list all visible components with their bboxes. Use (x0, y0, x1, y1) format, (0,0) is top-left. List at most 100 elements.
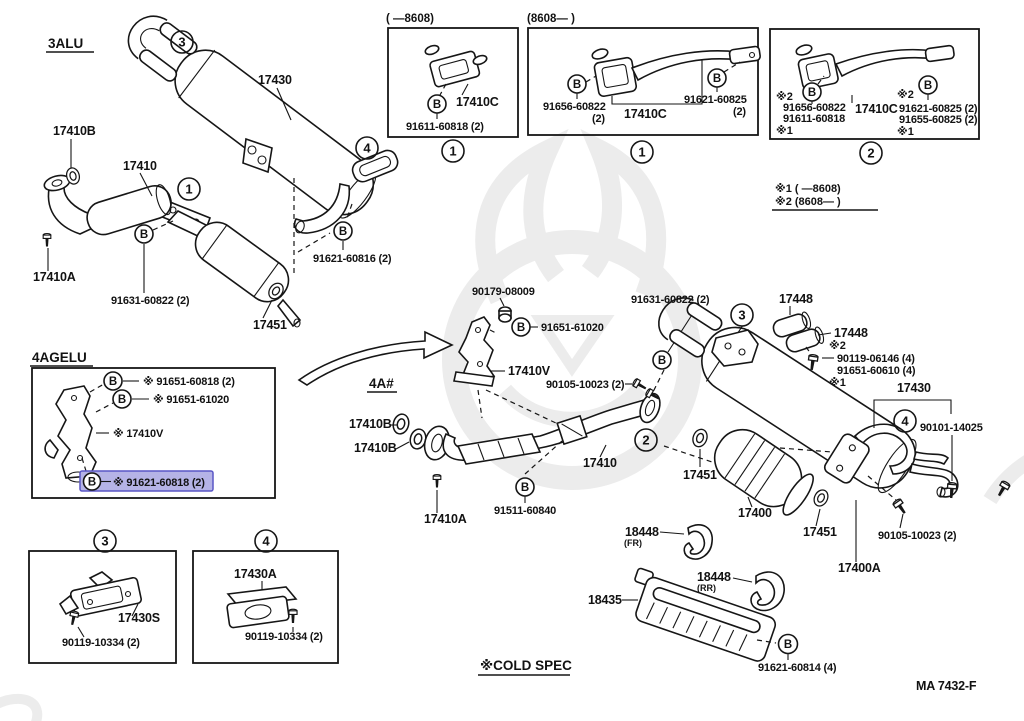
callout-3: 3 (178, 35, 185, 50)
label-17410b: 17410B (349, 417, 392, 431)
mark-1: ※1 (829, 377, 846, 389)
gasket-17451-front-drawing (689, 426, 711, 450)
right-catalyst-drawing (663, 426, 832, 516)
label-91631-60822: 91631-60822 (2) (111, 295, 190, 307)
callout-1: 1 (638, 145, 645, 160)
label-17410c: 17410C (855, 102, 898, 116)
label-18435: 18435 (588, 593, 622, 607)
note-line1: ※1 ( —8608) (775, 183, 841, 195)
label-17451-rear: 17451 (803, 525, 837, 539)
label-90101-14025: 90101-14025 (920, 422, 983, 434)
bolt-marker: B (118, 394, 126, 406)
alu3-muffler-drawing (127, 15, 399, 234)
callout-1: 1 (185, 182, 192, 197)
label-91656-60822: 91656-60822 (783, 102, 846, 114)
inset-early-header: ( —8608) (386, 13, 434, 25)
label-91621-60816: 91621-60816 (2) (313, 253, 392, 265)
label-17410c: 17410C (624, 107, 667, 121)
callout-4: 4 (363, 141, 371, 156)
bolt-marker: B (713, 73, 721, 85)
bolt-marker: B (88, 477, 96, 489)
label-17430: 17430 (897, 381, 931, 395)
inset-late-box: (8608— ) B 91656-60822 (2) 17410C B 9162… (527, 13, 761, 164)
bolt-marker: B (140, 229, 148, 241)
bolt-marker: B (521, 482, 529, 494)
gasket-17410b-drawing (390, 411, 412, 437)
inset-17430a-box: 4 17430A 90119-10334 (2) (192, 529, 339, 664)
engine-code-3alu: 3ALU (48, 36, 83, 51)
pointer-arrow (297, 330, 454, 386)
nut-17410a-drawing (432, 473, 442, 489)
inset-combo-box: B ※2 91656-60822 91611-60818 ※1 17410C ※… (769, 28, 980, 165)
callout-1: 1 (449, 144, 456, 159)
label-90105-10023-r: 90105-10023 (2) (878, 530, 957, 542)
label-17430a: 17430A (234, 567, 277, 581)
mark-2: ※2 (776, 91, 793, 103)
cold-spec-note: ※COLD SPEC (480, 658, 572, 673)
nut-17410a-drawing (42, 232, 52, 248)
inset-early-box: ( —8608) B 17410C 91611-60818 (2) 1 (386, 13, 519, 163)
date-range-notes: ※1 ( —8608) ※2 (8608— ) (772, 183, 878, 211)
mid-front-pipe-drawing (390, 377, 662, 489)
label-90119-10334: 90119-10334 (2) (62, 637, 140, 649)
engine-code-4a: 4A# (369, 376, 394, 391)
label-rr: (RR) (697, 583, 716, 593)
gasket-17451-rear-drawing (810, 486, 832, 510)
inset-late-header: (8608— ) (527, 13, 575, 25)
label-91651-60818: ※ 91651-60818 (2) (143, 376, 235, 388)
label-17410a: 17410A (424, 512, 467, 526)
callout-3: 3 (101, 534, 108, 549)
label-17410b: 17410B (53, 124, 96, 138)
label-91656-60822: 91656-60822 (543, 101, 606, 113)
label-91651-61020: 91651-61020 (541, 322, 604, 334)
selected-part-highlight[interactable] (79, 470, 214, 492)
label-18448-rr: 18448 (697, 570, 731, 584)
bolt-marker: B (658, 355, 666, 367)
label-90179-08009: 90179-08009 (472, 286, 535, 298)
alu3-leaders (47, 87, 353, 319)
label-91631-60822: 91631-60822 (2) (631, 294, 710, 306)
label-91651-61020: ※ 91651-61020 (153, 394, 229, 406)
label-17400a: 17400A (838, 561, 881, 575)
label-17448-2: 17448 (834, 326, 868, 340)
label-17410: 17410 (583, 456, 617, 470)
mark-1: ※1 (776, 125, 793, 137)
mark-2: ※2 (829, 340, 846, 352)
bolt-marker: B (924, 80, 932, 92)
callout-2: 2 (642, 433, 649, 448)
agelu-box: 4AGELU B ※ 91651-60818 (2) B ※ 91651-610… (30, 350, 276, 499)
label-91611-60818: 91611-60818 (783, 113, 845, 125)
label-17410b-2: 17410B (354, 441, 397, 455)
callout-3: 3 (738, 308, 745, 323)
bolt-marker: B (573, 79, 581, 91)
label-qty: (2) (592, 113, 605, 125)
bolt-marker: B (339, 226, 347, 238)
label-17400: 17400 (738, 506, 772, 520)
label-91621-60814: 91621-60814 (4) (758, 662, 837, 674)
label-18448-fr: 18448 (625, 525, 659, 539)
bolt-marker: B (517, 322, 525, 334)
note-line2: ※2 (8608— ) (775, 196, 841, 208)
hanger-18448-rr-drawing (750, 571, 785, 612)
bolt-marker: B (109, 376, 117, 388)
doc-code: MA 7432-F (916, 679, 977, 693)
callout-4: 4 (262, 534, 270, 549)
label-91511-60840: 91511-60840 (494, 505, 556, 517)
alu3-front-pipe-drawing (42, 165, 302, 328)
label-17448: 17448 (779, 292, 813, 306)
label-fr: (FR) (624, 538, 642, 548)
callout-4: 4 (901, 414, 909, 429)
label-17410a: 17410A (33, 270, 76, 284)
label-90119-10334-2: 90119-10334 (2) (245, 631, 323, 643)
label-91621-60825: 91621-60825 (684, 94, 747, 106)
label-17410v: ※ 17410V (113, 428, 164, 440)
label-91611-60818: 91611-60818 (2) (406, 121, 484, 133)
label-17410c: 17410C (456, 95, 499, 109)
mark-1: ※1 (897, 126, 914, 138)
hanger-18448-fr-drawing (683, 524, 713, 560)
label-91621-60818-highlighted: ※ 91621-60818 (2) (113, 477, 205, 489)
mark-2: ※2 (897, 89, 914, 101)
bolt-marker: B (433, 99, 441, 111)
label-90105-10023: 90105-10023 (2) (546, 379, 625, 391)
